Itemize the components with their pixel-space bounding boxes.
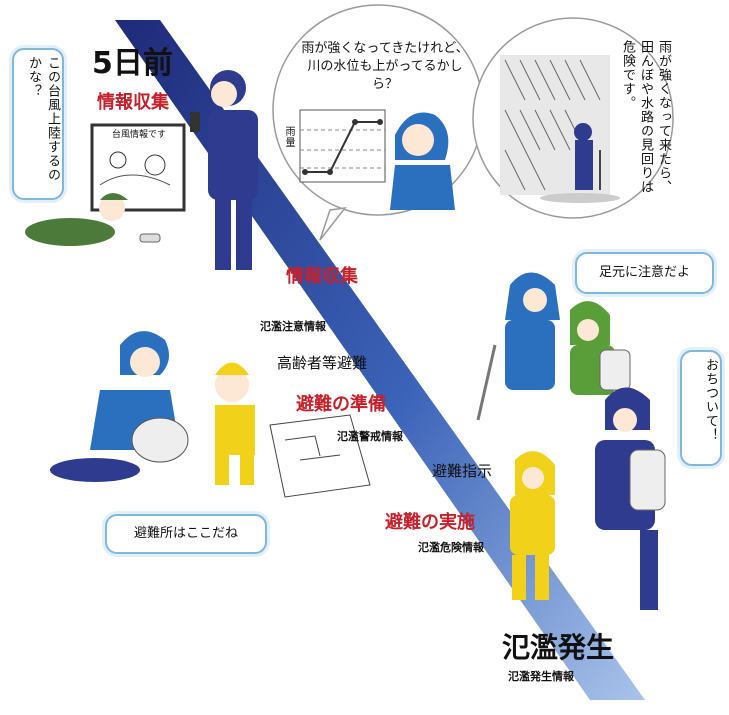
start-label: 5日前 <box>92 46 173 81</box>
woman-figure <box>390 112 455 210</box>
speech-shelter-here-text: 避難所はここだね <box>133 526 238 541</box>
evacuees <box>476 272 666 610</box>
alert-elderly-evacuation: 高齢者等避難 <box>277 354 368 372</box>
end-sublabel: 氾濫発生情報 <box>508 670 574 683</box>
stage-info-gathering-mid: 情報収集 <box>286 266 358 287</box>
alert-warning: 氾濫警戒情報 <box>337 430 403 443</box>
end-label: 氾濫発生 <box>502 631 615 664</box>
speech-rain-river: 雨が強くなってきたけれど、川の水位も上がってるかしら？ <box>301 41 469 92</box>
stage-info-gathering-top: 情報収集 <box>97 92 169 113</box>
speech-watch-step-text: 足元に注意だよ <box>598 265 690 280</box>
speech-shelter-here: 避難所はここだね <box>105 514 267 554</box>
rain-scene <box>500 55 620 203</box>
speech-watch-step: 足元に注意だよ <box>575 252 714 294</box>
rainfall-graph <box>299 109 386 183</box>
tv-caption: 台風情報です <box>112 130 167 140</box>
stage-prepare: 避難の準備 <box>296 394 386 415</box>
man-figure <box>190 70 258 270</box>
mother-child <box>50 331 371 498</box>
alert-caution: 氾濫注意情報 <box>260 320 326 333</box>
stage-execute: 避難の実施 <box>385 512 475 533</box>
speech-typhoon: この台風上陸するのかな？ <box>12 48 64 200</box>
alert-danger: 氾濫危険情報 <box>418 541 484 554</box>
speech-danger-patrol: 雨が強くなって来たら、田んぼや水路の見回りは危険です。 <box>620 40 671 194</box>
alert-evacuation-order: 避難指示 <box>432 462 493 480</box>
speech-calm-down: おちついて！ <box>680 350 722 466</box>
child-lying <box>25 193 161 246</box>
graph-axis-label: 雨量 <box>283 126 294 148</box>
